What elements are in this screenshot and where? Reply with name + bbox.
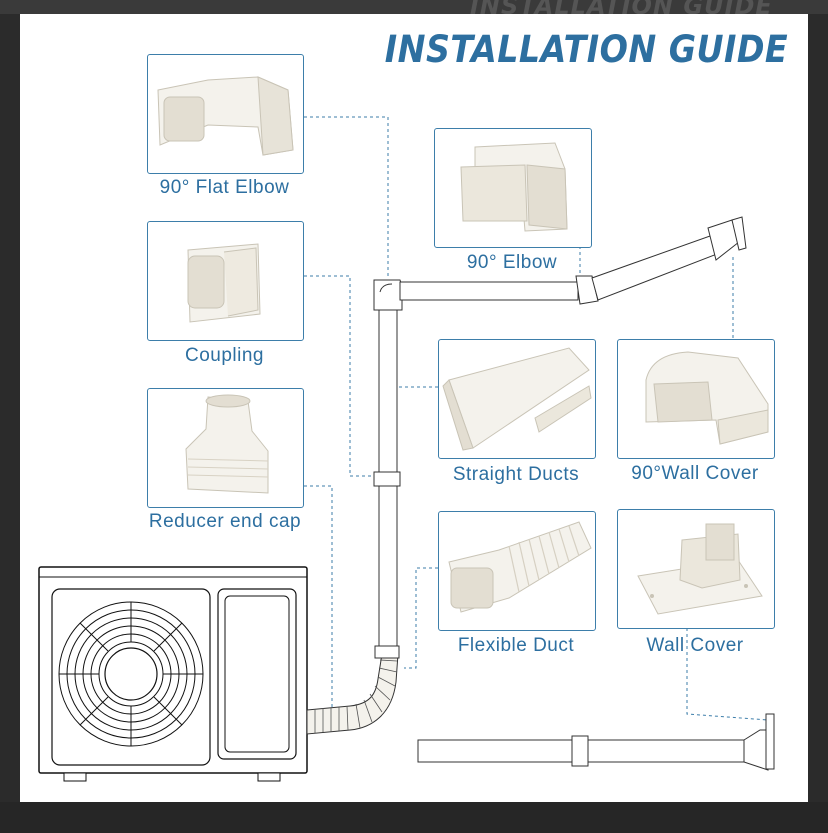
flat-elbow-label: 90° Flat Elbow [159, 177, 290, 198]
straight-ducts-image [442, 347, 592, 451]
top-background-strip [0, 0, 828, 14]
reducer-end-cap-image [185, 394, 269, 494]
coupling-box [147, 221, 304, 341]
wall-cover-box [617, 509, 775, 629]
top-elbow [373, 279, 403, 311]
horizontal-straight-duct [399, 216, 747, 305]
bottom-straight-duct [417, 713, 775, 771]
flat-elbow-image [157, 76, 294, 156]
elbow-label: 90° Elbow [466, 252, 558, 273]
leader-lines [304, 116, 769, 721]
reducer-end-cap-box [147, 388, 304, 508]
flat-elbow-box [147, 54, 304, 174]
elbow-box [434, 128, 592, 248]
reducer-end-cap-label: Reducer end cap [148, 511, 302, 532]
wall-cover-90-label: 90°Wall Cover [631, 463, 759, 484]
elbow-image [460, 142, 568, 232]
coupling-image [187, 243, 261, 323]
flexible-duct-label: Flexible Duct [457, 635, 575, 656]
vertical-straight-duct [373, 306, 401, 659]
installation-diagram [38, 116, 775, 782]
installation-guide-canvas: INSTALLATION GUIDE [20, 14, 808, 802]
wall-cover-90-box [617, 339, 775, 459]
page-title: INSTALLATION GUIDE [384, 28, 788, 71]
flexible-duct-image [448, 521, 592, 613]
flexible-duct-run [306, 653, 399, 735]
coupling-label: Coupling [185, 345, 264, 366]
outdoor-ac-unit [38, 566, 308, 782]
wall-cover-label: Wall Cover [646, 635, 744, 656]
wall-cover-90-image [645, 351, 769, 445]
flexible-duct-box [438, 511, 596, 631]
wall-cover-image [637, 523, 763, 615]
bottom-background-strip [0, 802, 828, 833]
straight-ducts-box [438, 339, 596, 459]
straight-ducts-label: Straight Ducts [452, 464, 580, 485]
